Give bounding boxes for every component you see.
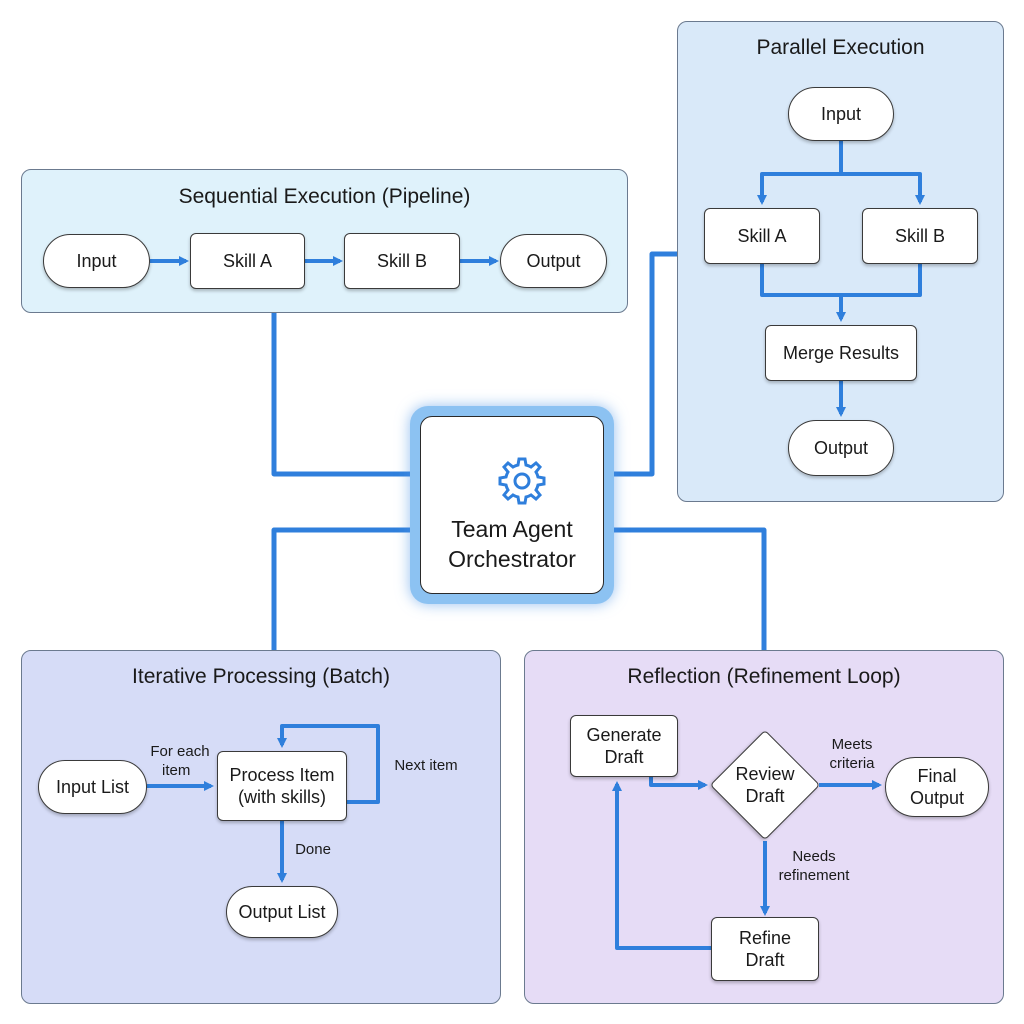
reflection-title: Reflection (Refinement Loop) (627, 665, 901, 688)
reflection-panel: Reflection (Refinement Loop) Generate Dr… (524, 650, 1004, 1004)
refl-refine-line2: Draft (745, 950, 785, 970)
refl-review-line2: Draft (745, 786, 785, 806)
parallel-arrows (757, 140, 925, 417)
refl-generate-line2: Draft (604, 747, 644, 767)
iter-process-line2: (with skills) (238, 787, 326, 807)
orchestrator-core: Team Agent Orchestrator (420, 416, 604, 594)
seq-skill-a-node: Skill A (190, 233, 305, 289)
refl-meets-criteria-label: Meets criteria (817, 736, 887, 774)
par-merge-node: Merge Results (765, 325, 917, 381)
refl-final-line2: Output (909, 788, 965, 808)
refl-generate-line1: Generate (586, 724, 662, 745)
iter-input-list-node: Input List (38, 760, 147, 814)
refl-refine-draft-node: Refine Draft (711, 917, 819, 981)
iter-done-label: Done (295, 841, 331, 858)
orchestrator-title: Team Agent Orchestrator (421, 515, 603, 575)
par-skill-a-node: Skill A (704, 208, 820, 264)
refl-meets-line2: criteria (829, 754, 875, 772)
refl-final-line1: Final (917, 765, 957, 786)
orchestrator-node: Team Agent Orchestrator (410, 406, 614, 604)
seq-output-node: Output (500, 234, 607, 288)
par-input-node: Input (788, 87, 894, 141)
connector-to-iterative (271, 527, 423, 655)
iter-for-each-line1: For each (150, 743, 210, 760)
orchestrator-title-line2: Orchestrator (448, 545, 576, 572)
iterative-arrows (147, 724, 380, 883)
iter-for-each-label: For each item (140, 743, 220, 781)
refl-final-output-node: Final Output (885, 757, 989, 817)
iter-output-list-node: Output List (226, 886, 338, 938)
refl-refine-line1: Refine (738, 927, 792, 948)
parallel-panel: Parallel Execution Input Skill A Skill B… (677, 21, 1004, 502)
sequential-title: Sequential Execution (Pipeline) (178, 185, 471, 208)
iter-process-item-node: Process Item (with skills) (217, 751, 347, 821)
connector-to-sequential (271, 309, 423, 477)
reflection-arrows (612, 777, 882, 950)
sequential-panel: Sequential Execution (Pipeline) Input Sk… (21, 169, 628, 313)
connector-to-reflection (601, 527, 767, 655)
connector-to-parallel (601, 251, 682, 477)
refl-review-draft-decision: Review Draft (709, 729, 821, 841)
parallel-title: Parallel Execution (756, 36, 925, 59)
iter-for-each-line2: item (162, 761, 191, 779)
refl-needs-line1: Needs (792, 848, 836, 865)
iterative-title: Iterative Processing (Batch) (132, 665, 390, 688)
sequential-arrows (150, 256, 499, 266)
refl-review-line1: Review (735, 763, 795, 784)
refl-generate-draft-node: Generate Draft (570, 715, 678, 777)
par-output-node: Output (788, 420, 894, 476)
gear-icon (498, 457, 546, 505)
refl-needs-refinement-label: Needs refinement (769, 848, 859, 886)
iterative-panel: Iterative Processing (Batch) Input List … (21, 650, 501, 1004)
refl-needs-line2: refinement (778, 866, 850, 884)
iter-next-item-label: Next item (394, 757, 458, 774)
orchestrator-title-line1: Team Agent (451, 516, 573, 542)
seq-skill-b-node: Skill B (344, 233, 460, 289)
refl-meets-line1: Meets (831, 736, 873, 753)
iter-process-line1: Process Item (229, 764, 335, 785)
seq-input-node: Input (43, 234, 150, 288)
par-skill-b-node: Skill B (862, 208, 978, 264)
